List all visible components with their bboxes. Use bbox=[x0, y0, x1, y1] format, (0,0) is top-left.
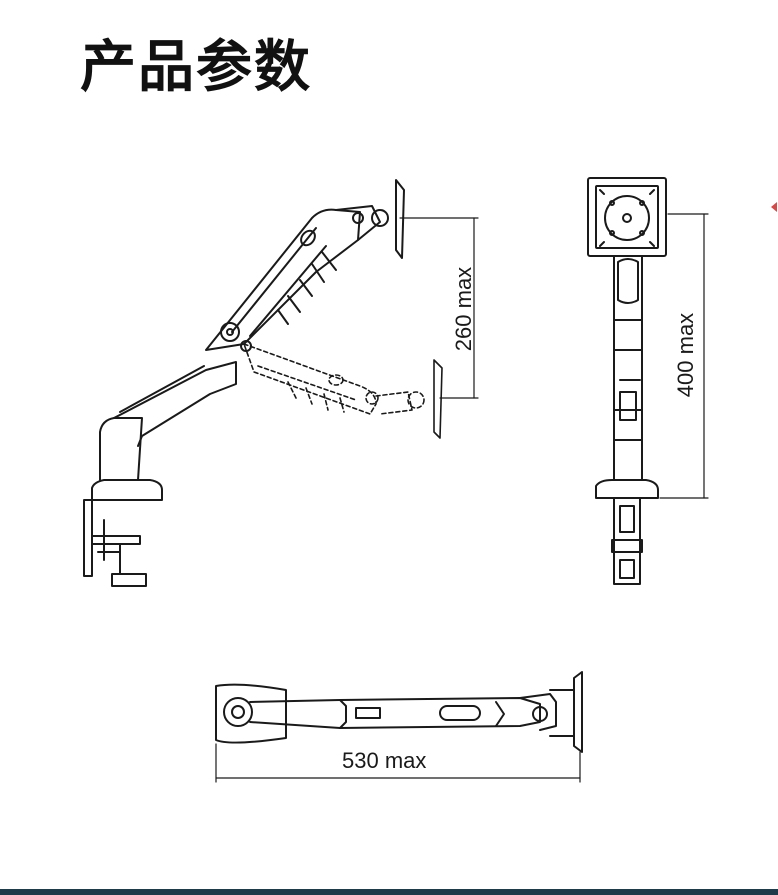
page-title: 产品参数 bbox=[80, 35, 312, 100]
upper-arm-lowered bbox=[243, 343, 377, 415]
dimension-530 bbox=[215, 743, 581, 783]
dimension-400 bbox=[659, 213, 709, 499]
vesa-plate-lower bbox=[433, 359, 443, 439]
top-vesa-plate bbox=[573, 671, 583, 753]
elbow-joint bbox=[220, 322, 240, 342]
front-base bbox=[595, 479, 659, 499]
dimension-label-530: 530 max bbox=[342, 748, 427, 773]
arm-post bbox=[99, 417, 143, 481]
tilt-joint-upper bbox=[371, 209, 389, 227]
top-view-arm bbox=[215, 671, 583, 753]
dimension-label-400: 400 max bbox=[673, 312, 698, 398]
vesa-plate-upper bbox=[395, 179, 405, 259]
vesa-plate-front bbox=[587, 177, 667, 257]
top-arm-body bbox=[249, 697, 541, 729]
clamp-plate bbox=[83, 499, 93, 577]
top-base bbox=[215, 683, 287, 744]
upper-arm bbox=[205, 208, 361, 351]
top-arm-slot bbox=[439, 705, 481, 721]
top-head bbox=[519, 693, 557, 731]
lower-arm bbox=[113, 361, 237, 447]
clamp-lower-bar bbox=[91, 535, 141, 545]
dimension-label-260: 260 max bbox=[451, 266, 476, 352]
upper-arm-teeth bbox=[277, 251, 337, 325]
clamp-screw bbox=[111, 543, 147, 587]
top-pivot bbox=[223, 697, 253, 727]
edge-marker-icon bbox=[771, 202, 777, 212]
dimension-260 bbox=[399, 217, 479, 399]
side-view-arm bbox=[83, 179, 443, 587]
bottom-bar bbox=[0, 889, 778, 895]
arm-base bbox=[91, 479, 163, 501]
front-view-arm bbox=[587, 177, 667, 585]
